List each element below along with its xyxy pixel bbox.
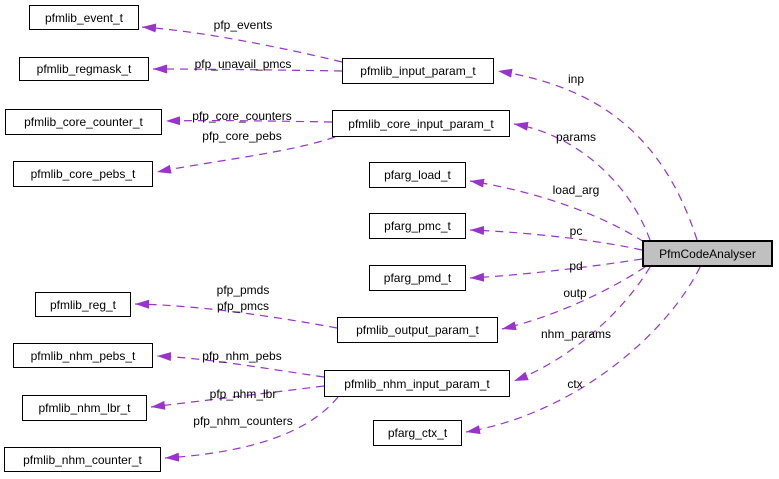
edge-label-outp: outp xyxy=(563,286,587,300)
node-pfarg-pmc-t[interactable]: pfarg_pmc_t xyxy=(369,213,466,239)
node-pfmlib-input-param-t[interactable]: pfmlib_input_param_t xyxy=(342,58,494,84)
edge-pc xyxy=(469,226,643,251)
edge-pd xyxy=(469,258,643,282)
node-pfmlib-regmask-t[interactable]: pfmlib_regmask_t xyxy=(19,57,149,81)
edge-label-nhm-params: nhm_params xyxy=(540,327,612,341)
edge-label-pfp-core-pebs: pfp_core_pebs xyxy=(202,129,282,143)
edge-pfp-pmds-pmcs xyxy=(134,299,338,329)
node-pfarg-load-t[interactable]: pfarg_load_t xyxy=(369,162,466,188)
node-pfmlib-reg-t[interactable]: pfmlib_reg_t xyxy=(35,292,131,317)
node-pfmlib-nhm-lbr-t[interactable]: pfmlib_nhm_lbr_t xyxy=(22,395,147,421)
node-pfmlib-output-param-t[interactable]: pfmlib_output_param_t xyxy=(337,317,498,343)
edge-inp xyxy=(497,68,698,241)
edge-pfp-events xyxy=(141,23,343,63)
edge-label-pfp-nhm-counters: pfp_nhm_counters xyxy=(193,414,293,428)
edge-label-inp: inp xyxy=(567,72,585,86)
edge-ctx xyxy=(465,266,701,435)
node-pfmlib-nhm-counter-t[interactable]: pfmlib_nhm_counter_t xyxy=(4,447,161,472)
edge-label-pfp-nhm-lbr: pfp_nhm_lbr xyxy=(209,387,277,401)
edge-label-pfp-events: pfp_events xyxy=(213,18,273,32)
edge-pfp-unavail-pmcs xyxy=(152,64,343,74)
edge-label-ctx: ctx xyxy=(567,377,583,391)
node-pfmlib-core-pebs-t[interactable]: pfmlib_core_pebs_t xyxy=(13,161,153,187)
edge-label-pfp-pmds: pfp_pmds xyxy=(216,283,270,297)
node-pfmlib-nhm-pebs-t[interactable]: pfmlib_nhm_pebs_t xyxy=(13,343,153,368)
node-pfmlib-nhm-input-param-t[interactable]: pfmlib_nhm_input_param_t xyxy=(324,370,510,397)
edge-pfp-nhm-counters xyxy=(164,396,339,462)
edge-outp xyxy=(501,266,646,331)
edge-label-pfp-pmcs: pfp_pmcs xyxy=(216,299,270,313)
edge-label-pfp-core-counters: pfp_core_counters xyxy=(192,109,292,123)
edge-pfp-core-counters xyxy=(165,116,333,126)
edge-load-arg xyxy=(469,178,645,243)
edge-pfp-nhm-lbr xyxy=(150,385,325,410)
edge-pfp-nhm-pebs xyxy=(156,352,325,378)
edge-nhm-params xyxy=(513,266,651,382)
edge-label-pd: pd xyxy=(569,259,583,273)
node-pfmlib-event-t[interactable]: pfmlib_event_t xyxy=(29,5,139,30)
node-pfmlib-core-input-param-t[interactable]: pfmlib_core_input_param_t xyxy=(332,110,510,137)
node-pfarg-pmd-t[interactable]: pfarg_pmd_t xyxy=(369,265,466,291)
node-pfmcodeanalyser[interactable]: PfmCodeAnalyser xyxy=(642,240,773,267)
edge-label-pfp-unavail-pmcs: pfp_unavail_pmcs xyxy=(194,57,292,71)
edge-label-pc: pc xyxy=(569,224,583,238)
node-pfmlib-core-counter-t[interactable]: pfmlib_core_counter_t xyxy=(5,109,162,135)
edge-pfp-core-pebs xyxy=(156,136,336,174)
edge-label-load-arg: load_arg xyxy=(552,183,600,197)
edge-label-pfp-nhm-pebs: pfp_nhm_pebs xyxy=(202,349,282,363)
edge-label-params: params xyxy=(555,130,597,144)
node-pfarg-ctx-t[interactable]: pfarg_ctx_t xyxy=(373,420,462,446)
